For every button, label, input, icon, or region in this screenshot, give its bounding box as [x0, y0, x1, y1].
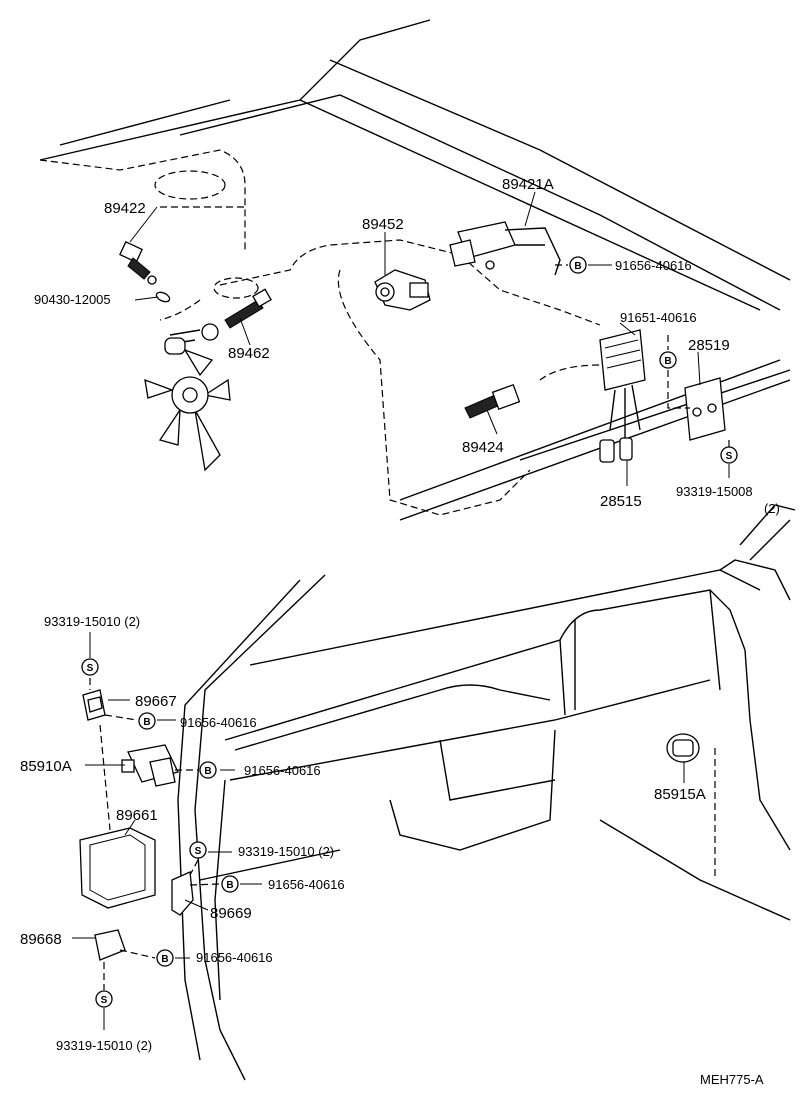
svg-text:B: B [161, 954, 168, 965]
bracket-28519 [684, 377, 726, 441]
label-91656-40616-c: 91656-40616 [244, 763, 321, 778]
label-89421A: 89421A [502, 176, 554, 193]
bolt-mark-3: B [138, 712, 156, 730]
screw-mark-4: S [95, 990, 113, 1008]
cooling-fan [144, 329, 231, 472]
switch-85915A [666, 733, 700, 763]
label-93319-15010-a: 93319-15010 (2) [44, 614, 140, 629]
label-93319-15008-qty: (2) [764, 501, 780, 516]
label-85915A: 85915A [654, 786, 706, 803]
leader-lines-top [129, 191, 730, 486]
label-28519: 28519 [688, 337, 730, 354]
ecu-89661 [79, 827, 156, 909]
label-89668: 89668 [20, 931, 62, 948]
label-93319-15010-c: 93319-15010 (2) [56, 1038, 152, 1053]
svg-text:S: S [726, 451, 733, 462]
label-85910A: 85910A [20, 758, 72, 775]
label-91656-40616-b: 91656-40616 [180, 715, 257, 730]
screw-mark-3: S [189, 841, 207, 859]
label-89669: 89669 [210, 905, 252, 922]
svg-text:B: B [143, 717, 150, 728]
temp-sensor-89424 [464, 383, 521, 419]
bolt-mark-2: B [659, 351, 677, 369]
bolt-mark-6: B [156, 949, 174, 967]
label-91656-40616-d: 91656-40616 [268, 877, 345, 892]
svg-text:B: B [204, 766, 211, 777]
label-89452: 89452 [362, 216, 404, 233]
oil-pressure-sensor-89462 [201, 288, 272, 341]
label-28515: 28515 [600, 493, 642, 510]
screw-mark-1: S [720, 446, 738, 464]
svg-text:S: S [87, 663, 94, 674]
label-91651-40616: 91651-40616 [620, 310, 697, 325]
label-93319-15008: 93319-15008 [676, 484, 753, 499]
bracket-89668 [94, 929, 126, 961]
label-89661: 89661 [116, 807, 158, 824]
bracket-89669 [171, 871, 194, 916]
label-91656-40616-e: 91656-40616 [196, 950, 273, 965]
relay-unit-91651 [599, 329, 646, 463]
bolt-mark-5: B [221, 875, 239, 893]
dashboard-body-lines [177, 504, 796, 1081]
pressure-sensor-89421A [449, 221, 561, 276]
engine-bay-body-lines [39, 19, 791, 521]
label-93319-15010-b: 93319-15010 (2) [238, 844, 334, 859]
label-90430-12005: 90430-12005 [34, 292, 111, 307]
label-91656-40616-a: 91656-40616 [615, 258, 692, 273]
label-89422: 89422 [104, 200, 146, 217]
drawing-code: MEH775-A [700, 1072, 764, 1087]
svg-text:B: B [664, 356, 671, 367]
leader-lines-bottom [72, 632, 716, 1030]
engine-outline [39, 149, 621, 516]
throttle-sensor-89452 [374, 269, 431, 311]
svg-text:B: B [226, 880, 233, 891]
label-89462: 89462 [228, 345, 270, 362]
screw-mark-2: S [81, 658, 99, 676]
bolt-mark-1: B [569, 256, 587, 274]
label-89424: 89424 [462, 439, 504, 456]
water-temp-sensor-89422 [119, 240, 171, 303]
label-89667: 89667 [135, 693, 177, 710]
svg-text:S: S [195, 846, 202, 857]
svg-text:B: B [574, 261, 581, 272]
bolt-mark-4: B [199, 761, 217, 779]
svg-text:S: S [101, 995, 108, 1006]
sensor-89667 [82, 689, 106, 721]
relay-85910A [121, 744, 179, 787]
